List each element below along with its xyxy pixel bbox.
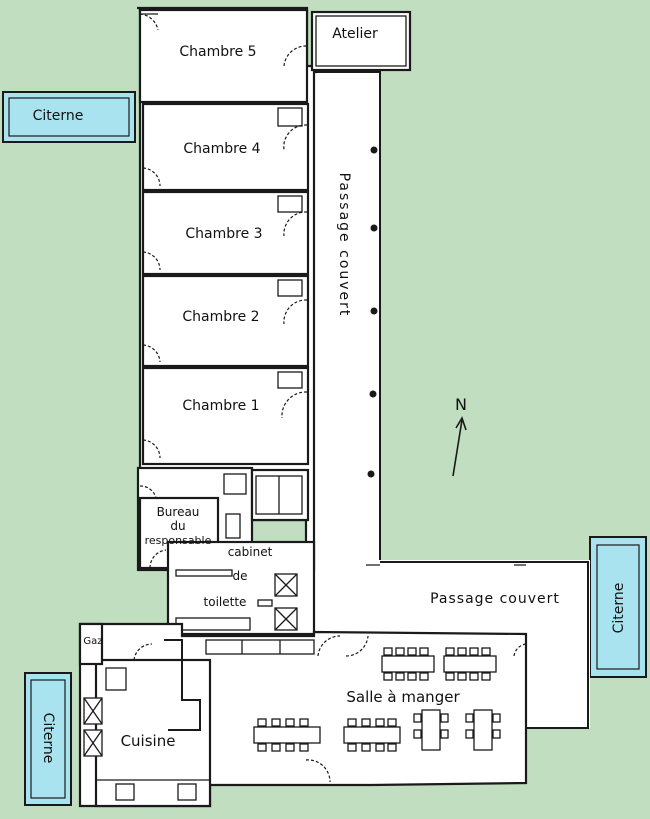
- room-chambre-3: [141, 190, 310, 276]
- label-cabinet-3: toilette: [204, 595, 247, 609]
- room-chambre-4: [141, 102, 310, 192]
- label-bureau-3: responsable: [145, 534, 212, 547]
- label-chambre-1: Chambre 1: [182, 398, 259, 414]
- room-cuisine: [83, 643, 212, 808]
- kitchen-dining-partition: [164, 635, 527, 731]
- dining-tables: [253, 647, 501, 752]
- room-chambre-2: [141, 274, 310, 368]
- north-arrow: [452, 416, 467, 477]
- label-citerne-top: Citerne: [33, 108, 84, 124]
- label-north: N: [455, 395, 467, 414]
- passage-couvert-vertical: [314, 70, 381, 570]
- citerne-top-tank: [2, 91, 136, 143]
- label-cabinet-2: de: [233, 569, 248, 583]
- label-bureau-2: du: [170, 519, 185, 533]
- label-salle-a-manger: Salle à manger: [346, 688, 460, 706]
- label-chambre-2: Chambre 2: [182, 309, 259, 325]
- room-gaz: [78, 622, 104, 666]
- room-atelier: [283, 10, 412, 72]
- label-cuisine: Cuisine: [121, 732, 176, 750]
- label-citerne-left: Citerne: [40, 713, 56, 764]
- citerne-right-tank: [589, 536, 647, 678]
- room-chambre-5: [138, 8, 309, 104]
- room-chambre-1: [141, 366, 310, 466]
- citerne-left-tank: [24, 672, 72, 806]
- room-storage: [250, 468, 310, 522]
- label-atelier: Atelier: [332, 26, 378, 42]
- passage-pillars: [367, 146, 378, 478]
- label-gaz: Gaz: [83, 636, 102, 647]
- label-chambre-3: Chambre 3: [185, 226, 262, 242]
- label-passage-couvert-vertical: Passage couvert: [336, 173, 352, 318]
- dining-entrance-door: [305, 759, 331, 783]
- label-citerne-right: Citerne: [611, 583, 627, 634]
- room-cabinet-toilette: [166, 540, 316, 636]
- label-chambre-4: Chambre 4: [183, 141, 260, 157]
- label-bureau-1: Bureau: [157, 505, 200, 519]
- label-chambre-5: Chambre 5: [179, 44, 256, 60]
- label-cabinet-1: cabinet: [228, 545, 273, 559]
- label-passage-couvert-horizontal: Passage couvert: [430, 591, 560, 607]
